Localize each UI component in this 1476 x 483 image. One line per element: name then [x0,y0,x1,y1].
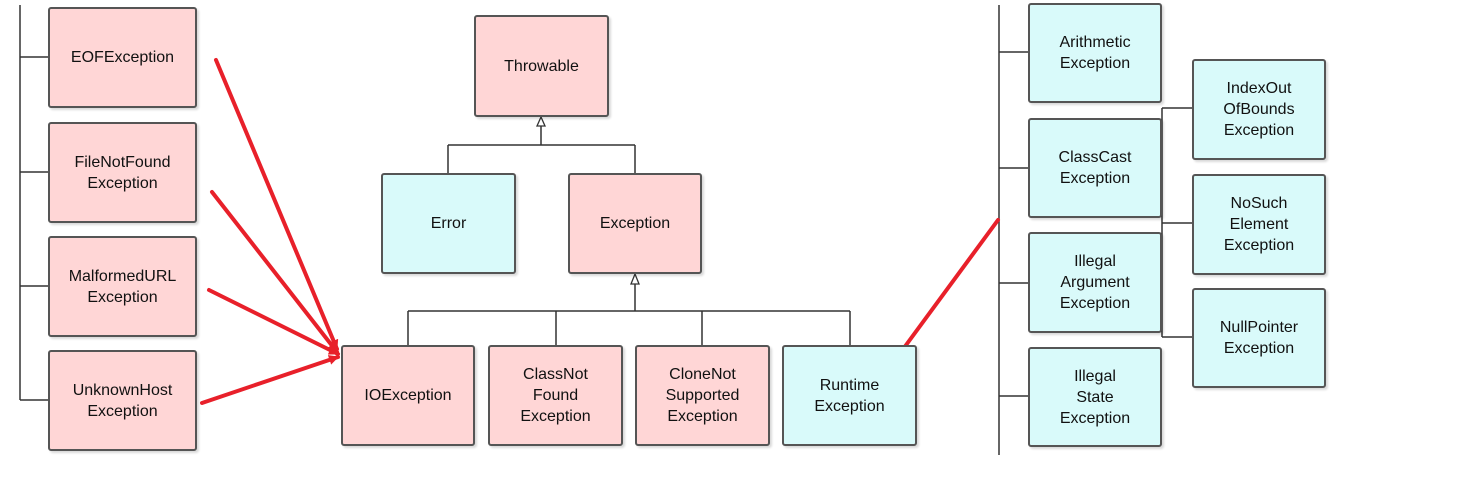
node-label-line: Error [430,215,467,232]
node-label-line: Arithmetic [1059,34,1131,51]
node-label-line: OfBounds [1223,101,1295,118]
exception-inheritance-arrowhead [630,272,640,285]
error-node: Error [381,173,516,274]
exception-node: Exception [568,173,702,274]
arrow-to-runtime-exception [896,218,1000,358]
node-label-line: Exception [1059,55,1131,72]
node-label-line: Exception [667,408,738,425]
node-label-line: Exception [599,215,671,232]
node-label-line: Exception [814,397,885,415]
node-label-line: FileNotFound [74,153,171,171]
arrow-unknownhost-to-ioexception [200,355,340,405]
arrow-malformedurl-to-ioexception [207,288,340,356]
node-label-line: Exception [1223,340,1295,357]
node-label-line: UnknownHost [72,381,173,399]
node-label-line: EOFException [70,49,175,66]
node-label-line: MalformedURL [68,267,177,285]
node-label-line: Exception [1059,295,1131,312]
malformedurl-exception-node: MalformedURL Exception [48,236,197,337]
throwable-node: Throwable [474,15,609,117]
node-label-line: IndexOut [1226,80,1292,97]
red-arrows [200,58,1000,405]
node-label-line: Element [1229,216,1289,233]
node-label-line: CloneNot [669,366,736,383]
node-label-line: Exception [87,402,158,420]
arrow-filenotfound-to-ioexception [210,190,339,354]
node-label-line: ClassNot [523,366,588,383]
node-label-line: Exception [1223,237,1295,254]
node-label-line: Illegal [1074,367,1116,385]
ioexception-node: IOException [341,345,475,446]
node-label-line: IOException [364,387,452,404]
node-label-line: Exception [87,174,158,192]
node-label-line: Illegal [1074,253,1116,270]
node-label-line: Runtime [819,376,880,394]
node-label-line: Throwable [504,57,579,75]
node-label-line: Exception [1059,409,1131,427]
node-label-line: State [1076,388,1114,406]
node-label-line: Supported [665,387,740,404]
node-label-line: Exception [1059,170,1131,187]
throwable-inheritance-arrowhead [535,115,547,127]
node-label-line: Found [532,387,579,404]
node-label-line: Exception [520,408,591,425]
node-label-line: Exception [87,288,158,306]
node-label-line: Argument [1060,274,1130,291]
eof-exception-node: EOFException [48,7,197,108]
node-label-line: NoSuch [1230,195,1288,212]
node-label-line: NullPointer [1219,319,1299,336]
node-label-line: Exception [1223,122,1295,139]
connectors [19,5,1192,455]
node-label-line: ClassCast [1058,149,1132,166]
arrow-eof-to-ioexception [214,58,339,351]
